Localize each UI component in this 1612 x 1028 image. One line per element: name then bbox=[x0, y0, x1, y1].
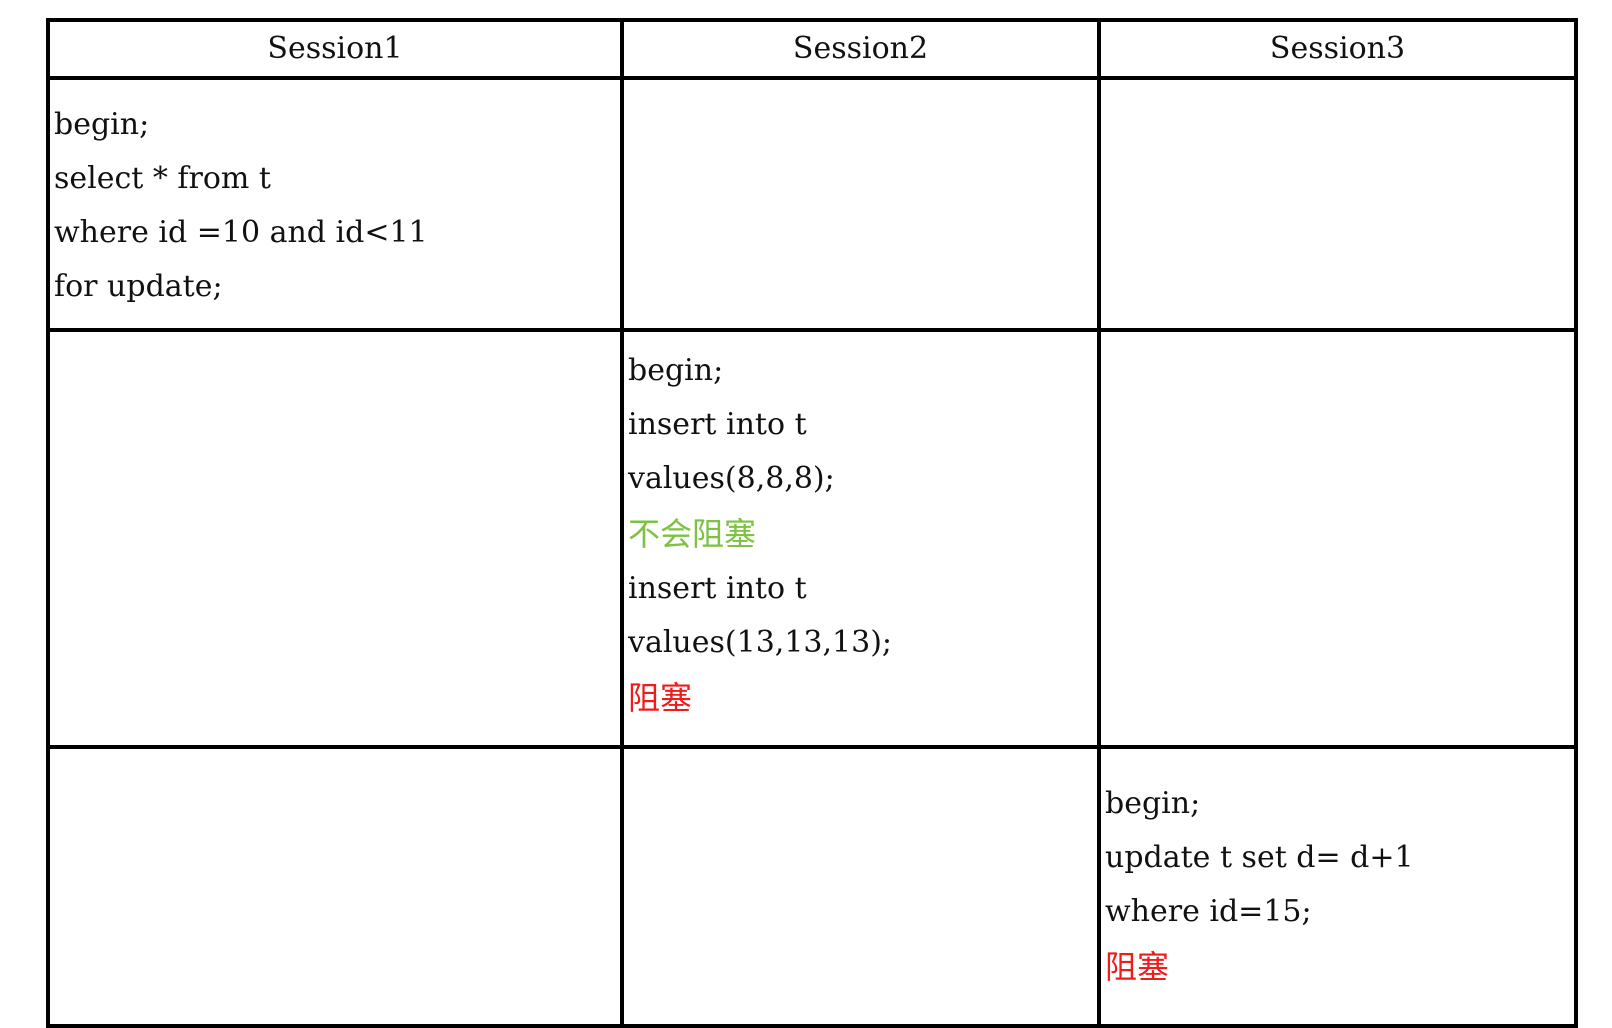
cell-row1-session3 bbox=[1097, 76, 1578, 332]
sql-line: where id=15; bbox=[1105, 894, 1312, 930]
not-blocked-note: 不会阻塞 bbox=[628, 514, 757, 553]
blocked-note: 阻塞 bbox=[628, 678, 693, 717]
table-row: begin; update t set d= d+1 where id=15; … bbox=[46, 745, 1578, 1028]
sql-line: select * from t bbox=[54, 161, 271, 196]
table-row: begin; select * from t where id =10 and … bbox=[46, 76, 1578, 332]
cell-row3-session2 bbox=[620, 745, 1101, 1028]
sql-line: begin; bbox=[1105, 786, 1201, 822]
sql-line: for update; bbox=[54, 269, 223, 304]
sql-line: begin; bbox=[628, 352, 724, 388]
sql-line: insert into t bbox=[628, 570, 807, 606]
session-table: Session1 Session2 Session3 begin; select… bbox=[46, 18, 1578, 1028]
sql-line: begin; bbox=[54, 107, 150, 142]
sql-line: where id =10 and id<11 bbox=[54, 215, 428, 250]
header-row: Session1 Session2 Session3 bbox=[46, 18, 1578, 80]
cell-row1-session1: begin; select * from t where id =10 and … bbox=[46, 76, 624, 332]
header-session1: Session1 bbox=[46, 18, 624, 80]
cell-row2-session2: begin; insert into t values(8,8,8); 不会阻塞… bbox=[620, 327, 1101, 750]
blocked-note: 阻塞 bbox=[1105, 948, 1170, 987]
cell-row1-session2 bbox=[620, 76, 1101, 332]
cell-row2-session1 bbox=[46, 327, 624, 750]
sql-line: update t set d= d+1 bbox=[1105, 840, 1414, 876]
sql-line: values(13,13,13); bbox=[628, 624, 893, 660]
header-session2: Session2 bbox=[620, 18, 1101, 80]
sql-line: insert into t bbox=[628, 406, 807, 442]
sql-line: values(8,8,8); bbox=[628, 460, 835, 496]
header-session3: Session3 bbox=[1097, 18, 1578, 80]
cell-row2-session3 bbox=[1097, 327, 1578, 750]
cell-row3-session3: begin; update t set d= d+1 where id=15; … bbox=[1097, 745, 1578, 1028]
table-row: begin; insert into t values(8,8,8); 不会阻塞… bbox=[46, 327, 1578, 750]
cell-row3-session1 bbox=[46, 745, 624, 1028]
